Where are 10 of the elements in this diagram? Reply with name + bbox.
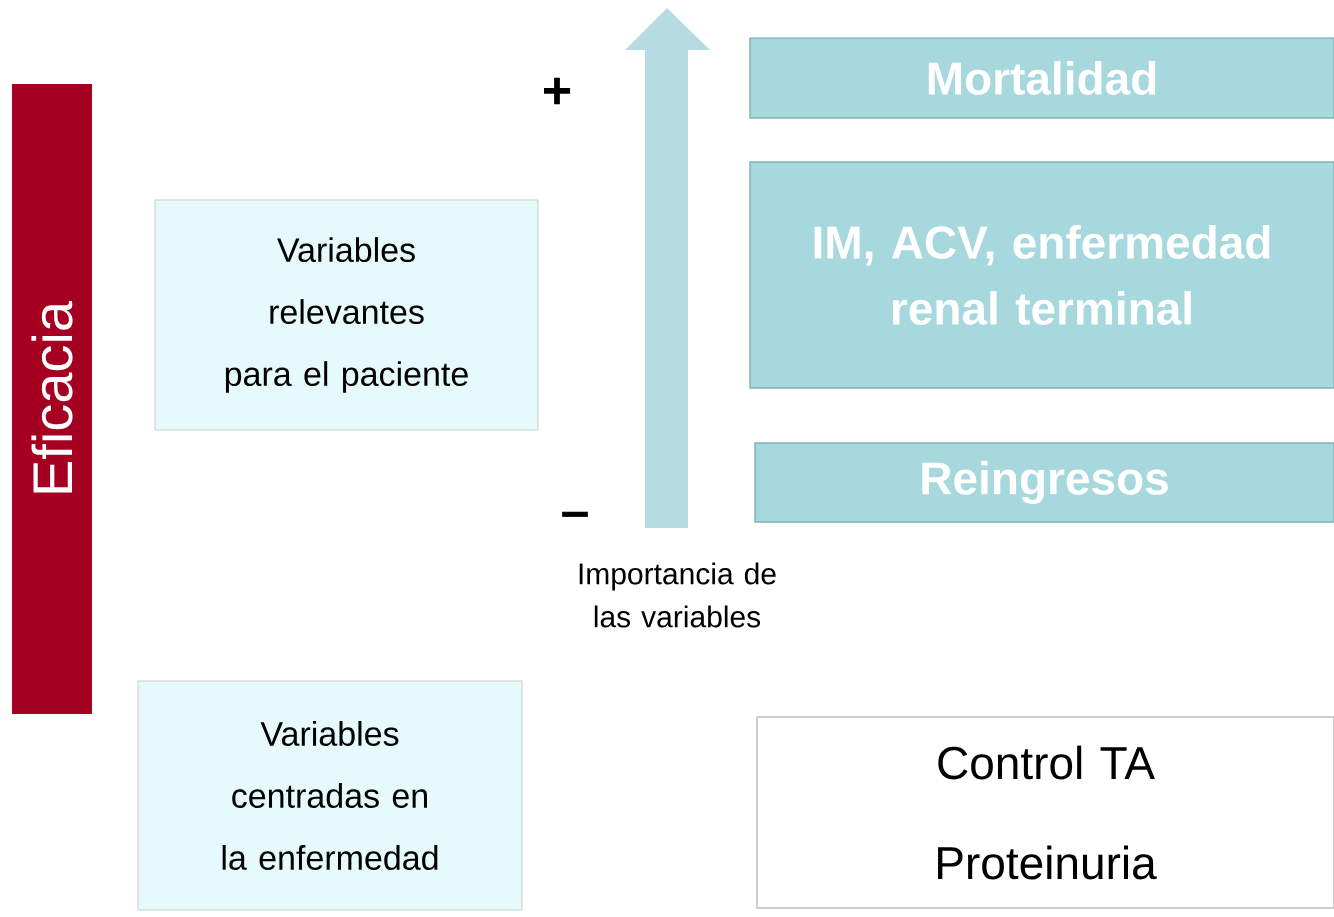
category-box: Variables centradas en la enfermedad (137, 680, 523, 911)
category-box: Variables relevantes para el paciente (154, 199, 539, 431)
title-band: Eficacia (12, 84, 92, 714)
plus-sign: + (544, 77, 571, 105)
outcome-box: Reingresos (754, 442, 1334, 523)
axis-label: Importancia de las variables (579, 562, 776, 628)
outcome-box: Mortalidad (749, 37, 1334, 119)
minus-sign: – (562, 511, 588, 517)
outcome-box: Control TA Proteinuria (756, 716, 1334, 909)
outcome-box: IM, ACV, enfermedad renal terminal (749, 161, 1334, 389)
